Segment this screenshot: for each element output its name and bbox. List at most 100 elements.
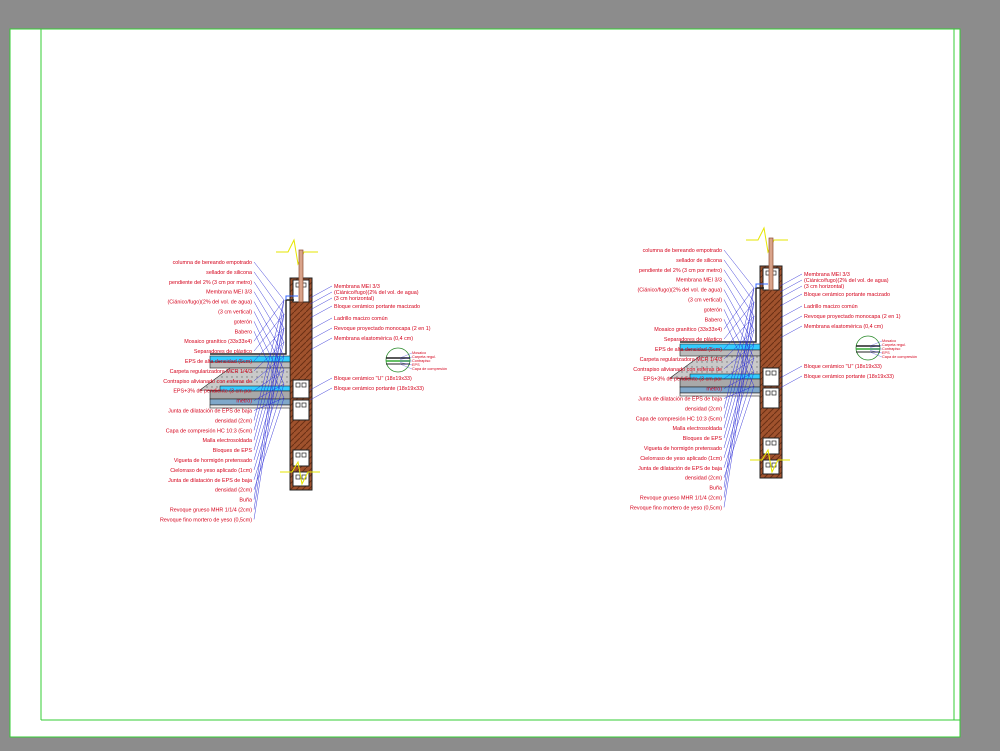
membrane-upturn xyxy=(680,287,764,343)
leader-line xyxy=(779,305,803,319)
leader-line xyxy=(723,343,755,449)
embedded-column xyxy=(298,249,304,303)
leader-line xyxy=(253,355,285,461)
ceramic-block-cell xyxy=(292,379,310,399)
ceramic-block-cell xyxy=(292,399,310,421)
label-left: (Ciánico/fugo)(2% del vol. de agua) xyxy=(638,288,723,294)
leader-line xyxy=(723,385,755,478)
plaster-ceiling xyxy=(209,404,291,409)
label-right: Membrana elastomérica (0,4 cm) xyxy=(334,336,413,342)
ceramic-block-hole xyxy=(295,452,301,458)
label-right: Revoque proyectado monocapa (2 en 1) xyxy=(804,314,901,320)
label-left: columna de bereando empotrado xyxy=(643,248,722,254)
leader-line xyxy=(779,279,803,293)
legend-text: EPS xyxy=(882,351,890,355)
label-left: Capa de compresión HC 10:3 (5cm) xyxy=(166,428,252,434)
leader-line xyxy=(869,344,883,348)
label-left: Buña xyxy=(239,498,252,504)
label-left: (3 cm vertical) xyxy=(688,298,722,304)
label-left: Malla electrosoldada xyxy=(673,426,722,432)
label-left: Separadores de plástico xyxy=(664,337,722,343)
leader-line xyxy=(723,259,755,303)
leader-line xyxy=(723,269,755,317)
label-left: Capa de compresión HC 10:3 (5cm) xyxy=(636,416,722,422)
leader-line xyxy=(723,279,755,331)
label-left: metro) xyxy=(236,399,252,405)
ceramic-block-cell xyxy=(292,449,310,467)
legend-text: Capa de compresión xyxy=(412,367,447,371)
leader-line xyxy=(309,337,333,351)
label-left: Bloques de EPS xyxy=(683,436,723,442)
label-right: Bloque cerámico portante macizado xyxy=(334,304,420,310)
leader-line xyxy=(309,317,333,331)
layer-legend-symbol xyxy=(385,347,411,373)
label-right: (Ciánico/fugo)(2% del vol. de agua) xyxy=(334,290,419,296)
legend-text: Carpeta regul. xyxy=(412,355,436,359)
ceramic-block-hole xyxy=(301,452,307,458)
construction-detail-right: columna de bereando empotrado sellador de… xyxy=(630,226,917,511)
label-left: goterón xyxy=(704,307,722,313)
ceramic-block-cell xyxy=(762,437,780,455)
label-left: metro) xyxy=(706,387,722,393)
ceramic-block-hole xyxy=(295,474,301,480)
leader-line xyxy=(309,327,333,341)
ceramic-block-hole xyxy=(295,382,301,388)
label-right: (3 cm horizontal) xyxy=(804,284,844,290)
label-left: EPS+3% de pendiente (3 cm por xyxy=(643,377,722,383)
ceramic-block-hole xyxy=(765,440,771,446)
label-left: Junta de dilatación de EPS de baja xyxy=(638,466,722,472)
flashing xyxy=(755,283,768,288)
label-left: pendiente del 2% (3 cm por metro) xyxy=(639,268,722,274)
leader-line xyxy=(253,383,285,480)
label-left: Bloques de EPS xyxy=(213,448,253,454)
leader-line xyxy=(253,313,285,510)
sheet-border xyxy=(9,28,961,738)
label-left: Revoque grueso MHR 1/1/4 (2cm) xyxy=(170,508,252,514)
label-left: densidad (2cm) xyxy=(685,476,722,482)
ceramic-block-hole xyxy=(771,370,777,376)
label-right: Ladrillo macizo común xyxy=(804,304,858,310)
label-left: (Ciánico/fugo)(2% del vol. de agua) xyxy=(168,300,253,306)
leader-line xyxy=(399,352,413,359)
leader-line xyxy=(723,249,755,289)
leader-line xyxy=(779,315,803,329)
leader-line xyxy=(253,291,285,343)
ceramic-block-hole xyxy=(771,390,777,396)
label-left: Babero xyxy=(235,329,252,335)
label-left: Carpeta regularizadora MCR 1/4/3 xyxy=(170,369,252,375)
label-left: sellador de silicona xyxy=(676,258,722,264)
break-line-bottom xyxy=(750,448,790,474)
leader-line xyxy=(779,273,803,287)
label-left: sellador de silicona xyxy=(206,270,252,276)
break-line-top xyxy=(746,226,788,254)
label-right: (3 cm horizontal) xyxy=(334,296,374,302)
leader-line xyxy=(779,293,803,307)
label-right: Membrana MEI 3/3 xyxy=(334,284,380,290)
plaster-ceiling xyxy=(679,392,761,397)
ceramic-block-hole xyxy=(765,390,771,396)
legend-text: Contrapiso xyxy=(412,359,430,363)
label-left: Junta de dilatación de EPS de baja xyxy=(168,409,252,415)
ceramic-block-hole xyxy=(765,462,771,468)
legend-text: Mosaico xyxy=(412,351,426,355)
label-right: Bloque cerámico portante macizado xyxy=(804,292,890,298)
label-left: Mosaico granítico (33x33x4) xyxy=(654,327,722,333)
label-left: densidad (2cm) xyxy=(685,406,722,412)
break-line-top xyxy=(276,238,318,266)
label-left: Cielorraso de yeso aplicado (1cm) xyxy=(640,456,722,462)
layer-legend-symbol xyxy=(855,335,881,361)
leader-line xyxy=(723,287,755,488)
leader-line xyxy=(253,397,285,490)
leader-line xyxy=(253,261,285,301)
leader-line xyxy=(723,371,755,468)
label-right: Bloque cerámico portante (18x19x33) xyxy=(334,386,424,392)
label-left: Carpeta regularizadora MCR 1/4/3 xyxy=(640,357,722,363)
label-left: Membrana MEI 3/3 xyxy=(206,290,252,296)
membrane-upturn xyxy=(210,299,294,355)
leader-line xyxy=(253,299,285,500)
label-right: (Ciánico/fugo)(2% del vol. de agua) xyxy=(804,278,889,284)
label-left: Babero xyxy=(705,317,722,323)
leader-line xyxy=(869,340,883,347)
leader-line xyxy=(399,356,413,360)
